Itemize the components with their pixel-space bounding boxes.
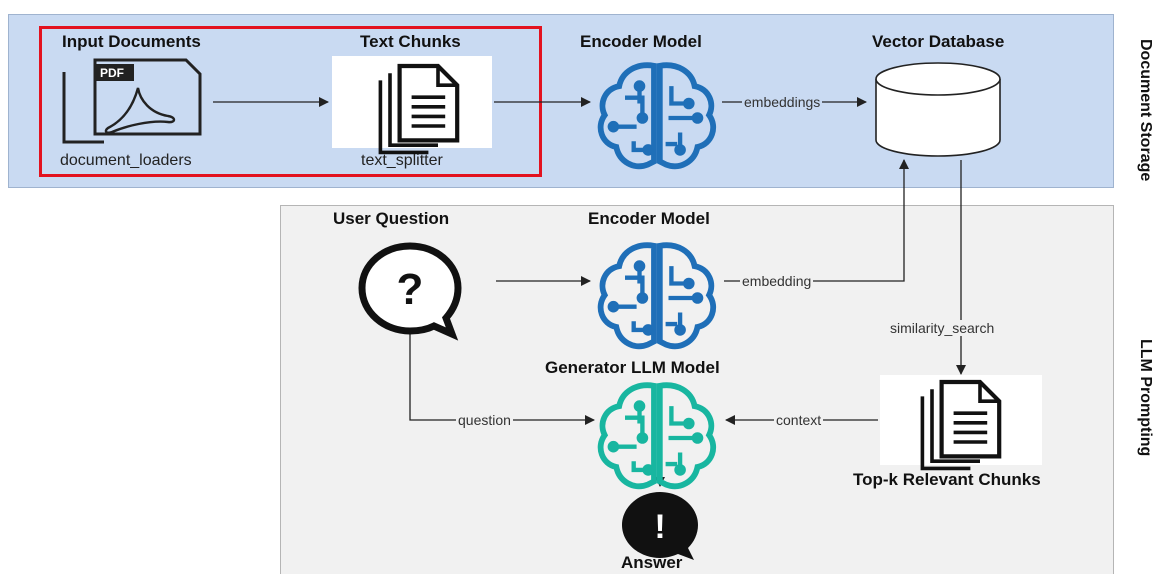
documents-stack-icon <box>922 382 999 468</box>
user-question-title: User Question <box>333 209 450 228</box>
edge-label-question: question <box>456 412 513 428</box>
generator-llm-title: Generator LLM Model <box>545 358 720 377</box>
edge-label-embeddings: embeddings <box>742 94 823 110</box>
pdf-badge-text: PDF <box>100 66 124 80</box>
exclamation-glyph: ! <box>654 508 665 546</box>
edge-label-similarity-search: similarity_search <box>888 320 997 336</box>
question-bubble-icon: ? <box>358 242 462 341</box>
database-cylinder-icon <box>875 62 1001 157</box>
edge-embedding <box>724 159 909 282</box>
brain-circuit-icon <box>601 65 714 166</box>
pdf-document-icon: PDF <box>62 58 202 144</box>
vector-database-title: Vector Database <box>872 32 1005 51</box>
top-k-chunks-title: Top-k Relevant Chunks <box>853 470 1041 489</box>
exclamation-bubble-icon: ! <box>622 492 698 560</box>
edge-label-embedding: embedding <box>740 273 814 289</box>
text-chunks-title: Text Chunks <box>360 32 461 51</box>
brain-circuit-icon <box>601 245 714 346</box>
input-documents-title: Input Documents <box>62 32 201 51</box>
answer-title: Answer <box>621 553 683 572</box>
document-loaders-caption: document_loaders <box>60 152 192 169</box>
documents-stack-icon <box>380 66 457 152</box>
edge-question <box>409 328 595 425</box>
text-splitter-caption: text_splitter <box>361 152 443 169</box>
question-mark-glyph: ? <box>397 265 424 314</box>
encoder-model-title-bottom: Encoder Model <box>588 209 710 228</box>
encoder-model-title-top: Encoder Model <box>580 32 702 51</box>
brain-circuit-icon <box>601 385 714 486</box>
edge-label-context: context <box>774 412 824 428</box>
